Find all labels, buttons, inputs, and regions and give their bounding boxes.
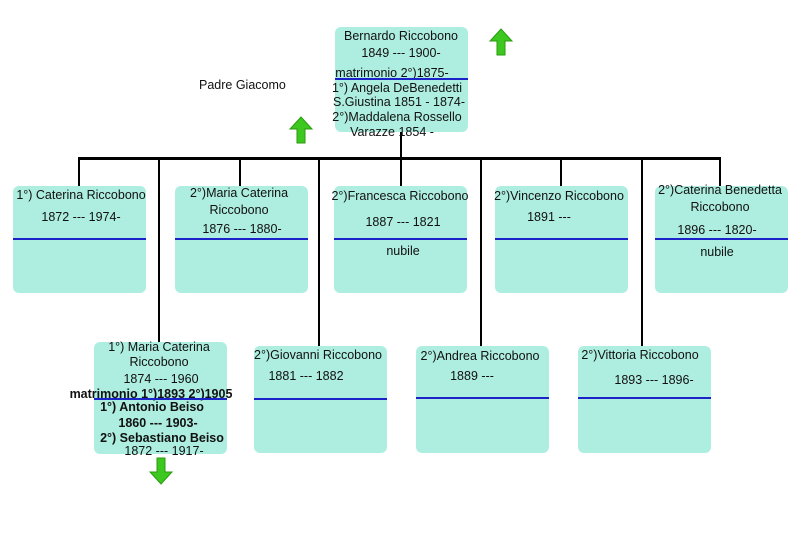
person-divider [495,238,628,240]
arrow-down-icon[interactable] [149,457,173,485]
person-name: Riccobono [209,203,269,217]
child-drop-8 [641,157,643,347]
person-note: nubile [386,244,420,258]
child-drop-6 [480,157,482,347]
root-spouse2-dates: Varazze 1854 - [350,125,434,139]
person-name: 2°)Andrea Riccobono [420,349,540,363]
child-drop-9 [719,157,721,187]
person-dates: 1881 --- 1882 [268,369,344,383]
person-dates: 1872 --- 1974- [41,210,121,224]
person-name: 2°)Maria Caterina [189,186,289,200]
person-name: 1°) Caterina Riccobono [16,188,146,202]
person-name: Riccobono [129,355,189,369]
person-spouse2-dates: 1872 --- 1917- [124,444,204,458]
person-dates: 1887 --- 1821 [365,215,441,229]
person-divider [94,398,227,400]
sibling-bar [78,157,721,160]
child-drop-4 [318,157,320,347]
person-marriage: matrimonio 1°)1893 2°)1905 [69,387,233,401]
person-name: 2°)Vincenzo Riccobono [494,189,624,203]
person-name: 2°)Caterina Benedetta [658,183,782,197]
root-divider [335,78,468,80]
root-name: Bernardo Riccobono [344,29,458,43]
person-divider [13,238,146,240]
person-divider [254,398,387,400]
root-drop-line [400,128,402,159]
child-drop-5 [400,157,402,187]
person-spouse1-dates: 1860 --- 1903- [118,416,198,430]
person-divider [175,238,308,240]
person-name: 2°)Francesca Riccobono [331,189,469,203]
root-spouse1-dates: S.Giustina 1851 - 1874- [332,95,466,109]
child-drop-2 [158,157,160,343]
arrow-up-icon[interactable] [289,116,313,144]
person-dates: 1896 --- 1820- [677,223,757,237]
person-spouse2-name: 2°) Sebastiano Beiso [100,431,224,445]
root-dates: 1849 --- 1900- [361,46,441,60]
person-dates: 1874 --- 1960 [123,372,199,386]
person-name: 2°)Giovanni Riccobono [254,348,382,362]
arrow-up-icon[interactable] [489,28,513,56]
person-note: nubile [700,245,734,259]
person-divider [416,397,549,399]
person-spouse1-name: 1°) Antonio Beiso [100,400,204,414]
person-name: 2°)Vittoria Riccobono [581,348,699,362]
person-divider [334,238,467,240]
person-dates: 1891 --- [527,210,571,224]
person-dates: 1876 --- 1880- [202,222,282,236]
person-dates: 1893 --- 1896- [614,373,694,387]
person-dates: 1889 --- [450,369,494,383]
root-marriage: matrimonio 2°)1875- [335,66,449,80]
person-name: 1°) Maria Caterina [108,340,210,354]
child-drop-7 [560,157,562,187]
root-spouse2-name: 2°)Maddalena Rossello [332,110,462,124]
child-drop-3 [239,157,241,187]
person-name: Riccobono [690,200,750,214]
father-label: Padre Giacomo [199,78,286,92]
person-divider [655,238,788,240]
child-drop-1 [78,157,80,187]
person-card[interactable] [416,346,549,453]
person-divider [578,397,711,399]
person-card[interactable] [578,346,711,453]
root-spouse1-name: 1°) Angela DeBenedetti [331,81,463,95]
